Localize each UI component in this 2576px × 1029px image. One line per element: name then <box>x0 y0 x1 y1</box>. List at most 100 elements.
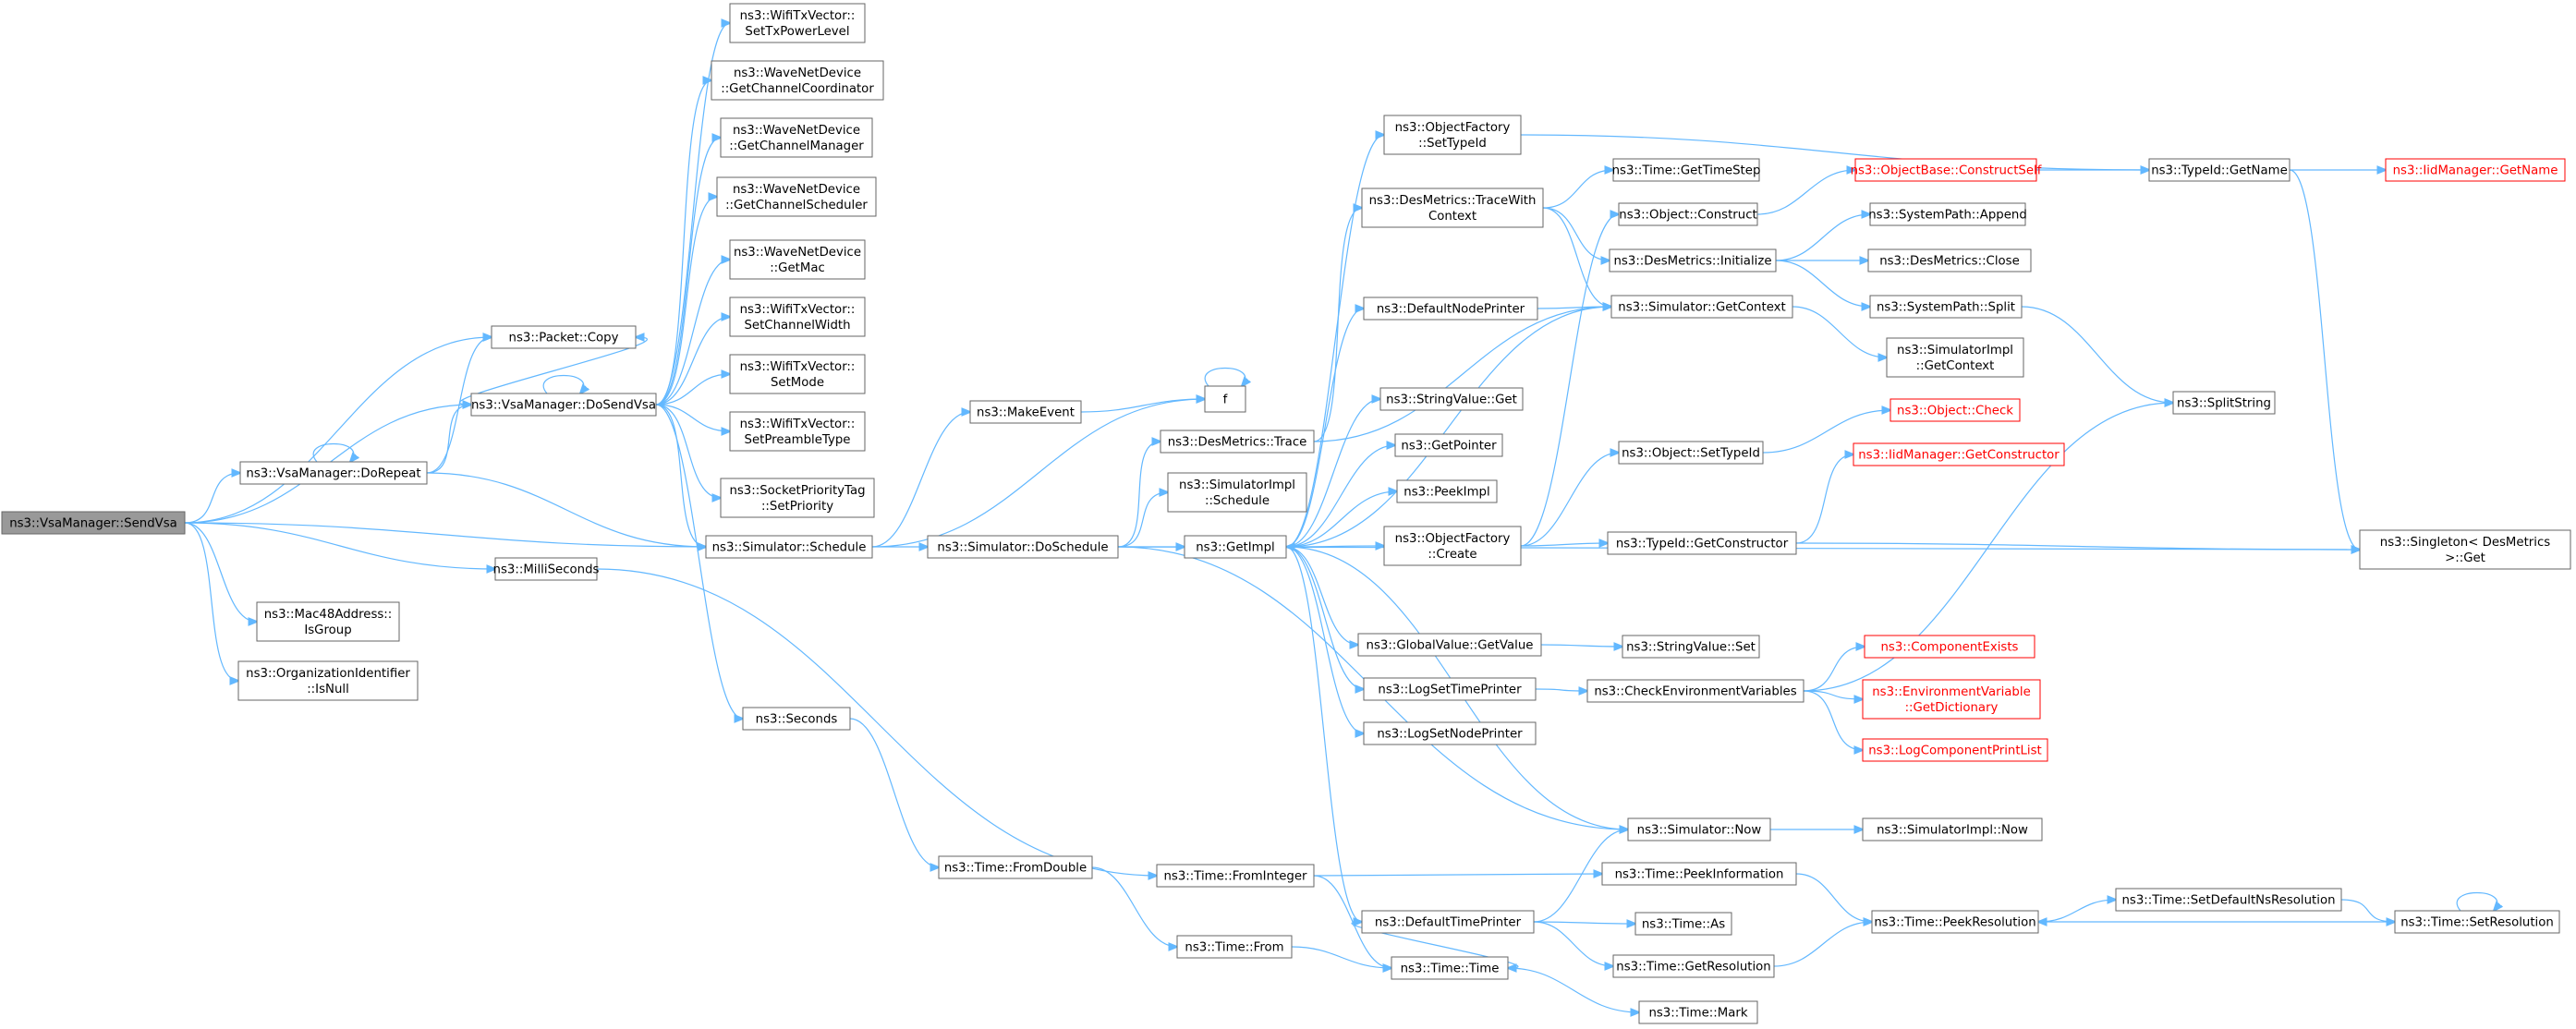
edge-get-impl-to-ofcreate <box>1285 546 1384 547</box>
node-label: ns3::MakeEvent <box>977 406 1075 420</box>
node-time-from[interactable]: ns3::Time::From <box>1176 935 1293 959</box>
node-get-channel-scheduler[interactable]: ns3::WaveNetDevice::GetChannelScheduler <box>716 176 877 217</box>
node-packet-copy[interactable]: ns3::Packet::Copy <box>491 325 637 349</box>
node-box <box>491 325 637 349</box>
node-label: ns3::IidManager::GetConstructor <box>1858 449 2060 463</box>
node-is-group[interactable]: ns3::Mac48Address::IsGroup <box>256 601 400 642</box>
node-get-resolution[interactable]: ns3::Time::GetResolution <box>1612 954 1775 978</box>
node-do-schedule[interactable]: ns3::Simulator::DoSchedule <box>927 535 1119 559</box>
node-time-time[interactable]: ns3::Time::Time <box>1391 956 1509 980</box>
node-iid-get-constructor[interactable]: ns3::IidManager::GetConstructor <box>1853 442 2065 466</box>
node-make-event[interactable]: ns3::MakeEvent <box>969 400 1082 424</box>
node-get-impl[interactable]: ns3::GetImpl <box>1184 535 1287 559</box>
node-f[interactable]: f <box>1204 385 1246 413</box>
node-box <box>1618 441 1764 465</box>
node-label: ns3::WifiTxVector:: <box>740 9 856 23</box>
node-box <box>1612 158 1760 182</box>
node-ofcreate[interactable]: ns3::ObjectFactory::Create <box>1383 526 1522 566</box>
node-log-set-time-printer[interactable]: ns3::LogSetTimePrinter <box>1363 677 1537 701</box>
node-box <box>1854 158 2037 182</box>
node-split-string[interactable]: ns3::SplitString <box>2172 391 2276 415</box>
node-box <box>729 411 866 452</box>
node-set-channel-width[interactable]: ns3::WifiTxVector::SetChannelWidth <box>729 297 866 337</box>
node-label: ns3::LogSetTimePrinter <box>1378 684 1522 697</box>
node-do-repeat[interactable]: ns3::VsaManager::DoRepeat <box>239 461 428 485</box>
node-label: ns3::Time::FromDouble <box>944 862 1087 876</box>
node-box <box>1862 679 2041 720</box>
edge-do-send-vsa-to-do-send-vsa <box>542 375 584 394</box>
node-milli-seconds[interactable]: ns3::MilliSeconds <box>493 557 600 581</box>
edge-get-context-to-sim-impl-get-context <box>1792 306 1887 357</box>
node-box <box>1889 398 2021 422</box>
edge-spsplit-to-split-string <box>2021 306 2173 403</box>
edge-do-send-vsa-to-set-preamble-type <box>655 404 730 431</box>
node-string-value-get[interactable]: ns3::StringValue::Get <box>1379 387 1524 411</box>
node-from-double[interactable]: ns3::Time::FromDouble <box>938 855 1093 879</box>
node-get-constructor[interactable]: ns3::TypeId::GetConstructor <box>1607 531 1797 555</box>
node-gvget-value[interactable]: ns3::GlobalValue::GetValue <box>1357 633 1542 657</box>
node-log-component-print-list[interactable]: ns3::LogComponentPrintList <box>1862 738 2048 762</box>
node-sim-now[interactable]: ns3::Simulator::Now <box>1627 817 1771 841</box>
node-set-preamble-type[interactable]: ns3::WifiTxVector::SetPreambleType <box>729 411 866 452</box>
node-iid-get-name[interactable]: ns3::IidManager::GetName <box>2385 158 2566 182</box>
node-sim-impl-get-context[interactable]: ns3::SimulatorImpl::GetContext <box>1886 337 2024 378</box>
node-set-resolution[interactable]: ns3::Time::SetResolution <box>2394 910 2560 934</box>
node-component-exists[interactable]: ns3::ComponentExists <box>1864 635 2035 659</box>
node-box <box>1869 202 2026 226</box>
node-get-context[interactable]: ns3::Simulator::GetContext <box>1610 295 1793 319</box>
node-svset[interactable]: ns3::StringValue::Set <box>1622 635 1760 659</box>
node-do-send-vsa[interactable]: ns3::VsaManager::DoSendVsa <box>470 393 657 417</box>
node-log-set-node-printer[interactable]: ns3::LogSetNodePrinter <box>1363 721 1537 745</box>
node-obj-set-type-id[interactable]: ns3::Object::SetTypeId <box>1618 441 1764 465</box>
node-label: ns3::TypeId::GetName <box>2151 164 2288 178</box>
node-label: ns3::GetImpl <box>1196 541 1274 555</box>
node-time-mark[interactable]: ns3::Time::Mark <box>1638 1000 1758 1024</box>
node-seconds[interactable]: ns3::Seconds <box>742 707 851 731</box>
node-spsplit[interactable]: ns3::SystemPath::Split <box>1869 295 2023 319</box>
node-object-check[interactable]: ns3::Object::Check <box>1889 398 2021 422</box>
node-get-channel-coordinator[interactable]: ns3::WaveNetDevice::GetChannelCoordinato… <box>711 60 884 101</box>
node-set-default-ns-resolution[interactable]: ns3::Time::SetDefaultNsResolution <box>2115 888 2342 912</box>
edge-get-impl-to-get-context <box>1285 307 1611 548</box>
node-get-channel-manager[interactable]: ns3::WaveNetDevice::GetChannelManager <box>720 117 873 158</box>
node-default-node-printer[interactable]: ns3::DefaultNodePrinter <box>1363 297 1538 321</box>
node-sim-impl-now[interactable]: ns3::SimulatorImpl::Now <box>1862 817 2043 841</box>
node-ofset-type-id[interactable]: ns3::ObjectFactory::SetTypeId <box>1383 115 1522 155</box>
node-label: ns3::ObjectFactory <box>1395 532 1511 546</box>
node-box <box>1634 912 1732 936</box>
node-env-get-dictionary[interactable]: ns3::EnvironmentVariable::GetDictionary <box>1862 679 2041 720</box>
node-peek-resolution[interactable]: ns3::Time::PeekResolution <box>1871 910 2039 934</box>
node-set-priority[interactable]: ns3::SocketPriorityTag::SetPriority <box>720 478 875 518</box>
node-label: ns3::WifiTxVector:: <box>740 360 856 374</box>
node-get-pointer[interactable]: ns3::GetPointer <box>1394 433 1503 457</box>
edge-do-repeat-to-do-repeat <box>312 443 354 463</box>
node-sim-impl-schedule[interactable]: ns3::SimulatorImpl::Schedule <box>1167 472 1307 513</box>
node-dminitialize[interactable]: ns3::DesMetrics::Initialize <box>1609 248 1777 272</box>
node-peek-impl[interactable]: ns3::PeekImpl <box>1396 479 1498 503</box>
node-from-integer[interactable]: ns3::Time::FromInteger <box>1156 864 1315 888</box>
node-default-time-printer[interactable]: ns3::DefaultTimePrinter <box>1361 910 1535 934</box>
node-time-as[interactable]: ns3::Time::As <box>1634 912 1732 936</box>
node-get-time-step[interactable]: ns3::Time::GetTimeStep <box>1612 158 1761 182</box>
node-send-vsa[interactable]: ns3::VsaManager::SendVsa <box>1 511 186 535</box>
node-construct-self[interactable]: ns3::ObjectBase::ConstructSelf <box>1851 158 2042 182</box>
node-spappend[interactable]: ns3::SystemPath::Append <box>1868 202 2027 226</box>
node-dmclose[interactable]: ns3::DesMetrics::Close <box>1867 248 2032 272</box>
node-schedule[interactable]: ns3::Simulator::Schedule <box>705 535 873 559</box>
node-check-env[interactable]: ns3::CheckEnvironmentVariables <box>1586 679 1804 703</box>
node-label: ns3::Object::Check <box>1897 405 2013 418</box>
node-is-null[interactable]: ns3::OrganizationIdentifier::IsNull <box>237 660 419 701</box>
node-set-tx-power-level[interactable]: ns3::WifiTxVector::SetTxPowerLevel <box>729 3 866 43</box>
node-label: ns3::Time::As <box>1642 918 1725 932</box>
edge-layer <box>184 23 2497 1012</box>
node-get-mac[interactable]: ns3::WaveNetDevice::GetMac <box>729 239 866 280</box>
node-label: ns3::DesMetrics::Close <box>1879 255 2020 269</box>
node-peek-information[interactable]: ns3::Time::PeekInformation <box>1601 862 1797 886</box>
node-set-mode[interactable]: ns3::WifiTxVector::SetMode <box>729 354 866 394</box>
node-object-construct[interactable]: ns3::Object::Construct <box>1618 202 1758 226</box>
edge-default-time-printer-to-get-resolution <box>1533 921 1613 966</box>
node-des-metrics-trace[interactable]: ns3::DesMetrics::Trace <box>1160 430 1315 454</box>
node-singleton-get[interactable]: ns3::Singleton< DesMetrics>::Get <box>2359 529 2571 570</box>
node-type-id-get-name[interactable]: ns3::TypeId::GetName <box>2148 158 2290 182</box>
